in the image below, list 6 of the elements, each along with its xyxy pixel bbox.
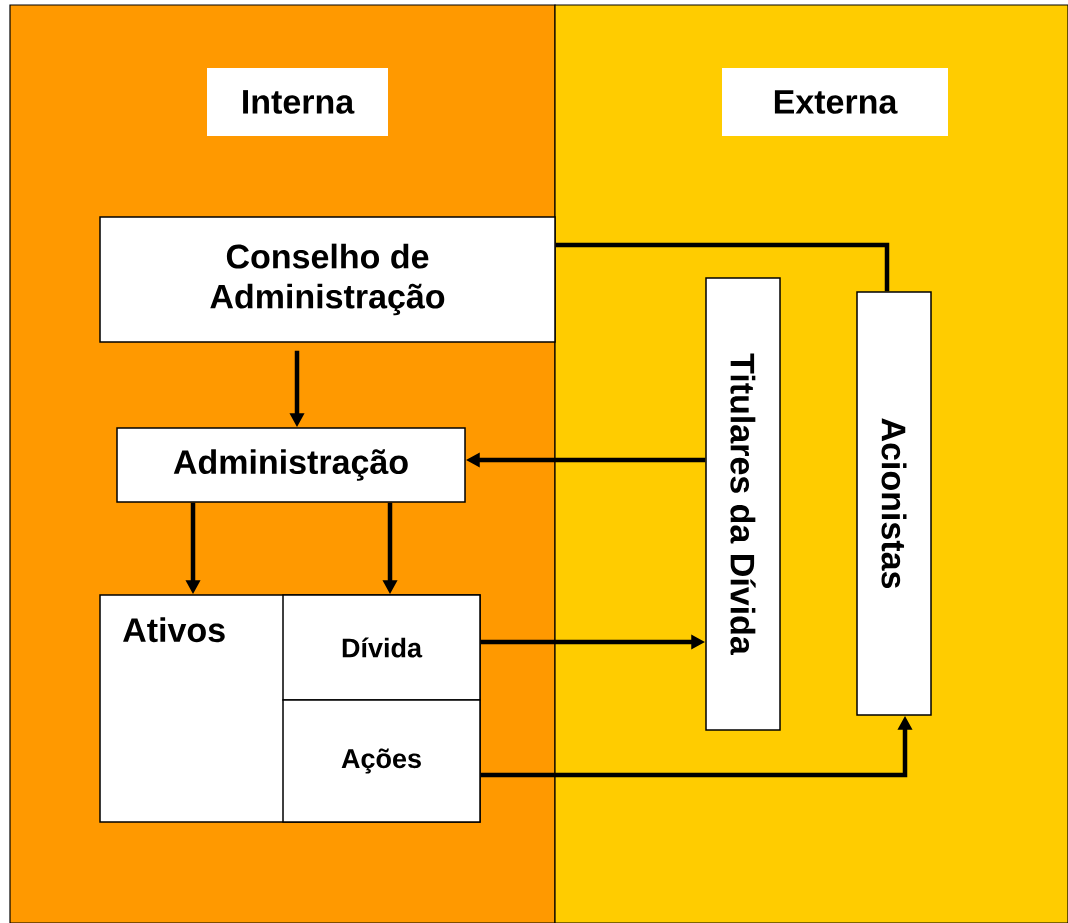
table-cell: Dívida — [282, 594, 481, 701]
table-cell: Ações — [282, 699, 481, 823]
process-box: Administração — [116, 427, 466, 503]
stakeholder-box: Acionistas — [856, 291, 932, 716]
process-box: Conselho de Administração — [99, 216, 556, 343]
stakeholder-box: Titulares da Dívida — [705, 277, 781, 731]
